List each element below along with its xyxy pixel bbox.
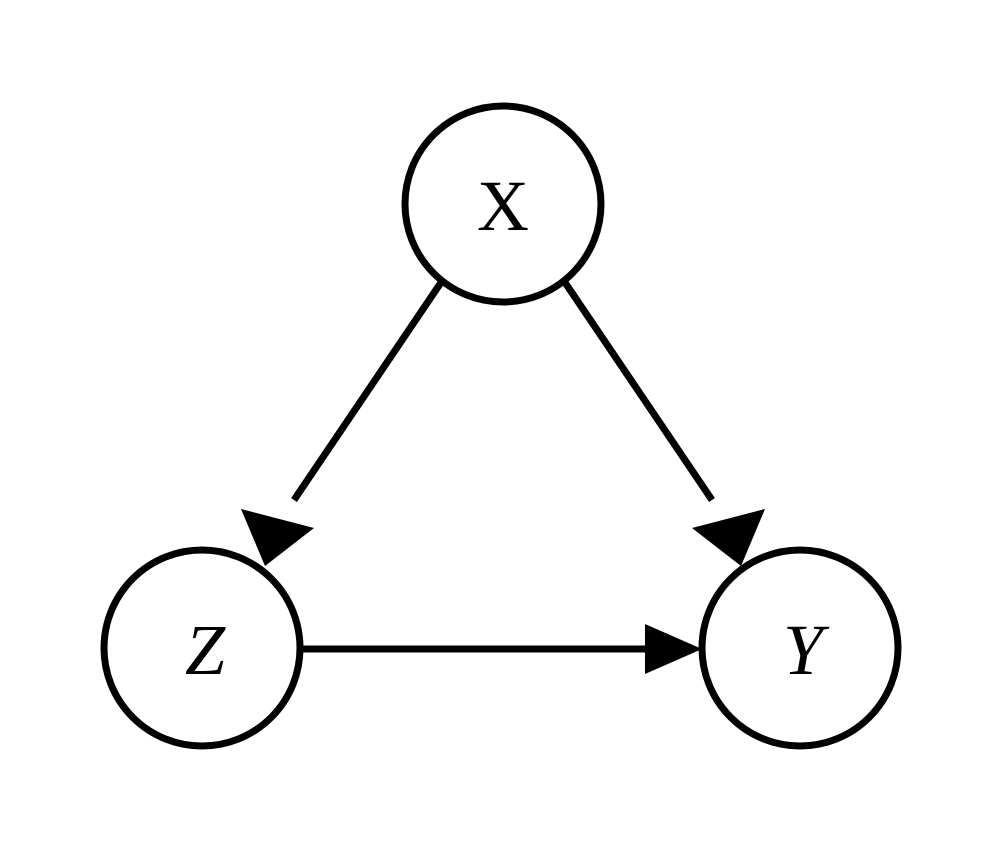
node-x-circle: [401, 102, 605, 306]
edge-x-to-y-arrowhead: [692, 509, 765, 566]
node-group: X Z Y: [100, 102, 902, 750]
edge-z-to-y[interactable]: [300, 624, 702, 674]
node-z-circle: [100, 546, 304, 750]
edge-z-to-y-arrowhead: [645, 624, 702, 674]
node-y-label: Y: [783, 610, 830, 690]
edge-x-to-z-shaft: [291, 279, 445, 502]
node-y-circle: [698, 546, 902, 750]
node-z-label: Z: [185, 610, 226, 690]
edge-x-to-y[interactable]: [561, 279, 765, 566]
edge-x-to-z-arrowhead: [241, 509, 314, 566]
edge-group: [241, 279, 765, 674]
node-x[interactable]: X: [401, 102, 605, 306]
node-x-label: X: [477, 166, 529, 246]
edge-x-to-y-shaft: [561, 279, 715, 502]
node-z[interactable]: Z: [100, 546, 304, 750]
node-y[interactable]: Y: [698, 546, 902, 750]
edge-x-to-z[interactable]: [241, 279, 445, 566]
